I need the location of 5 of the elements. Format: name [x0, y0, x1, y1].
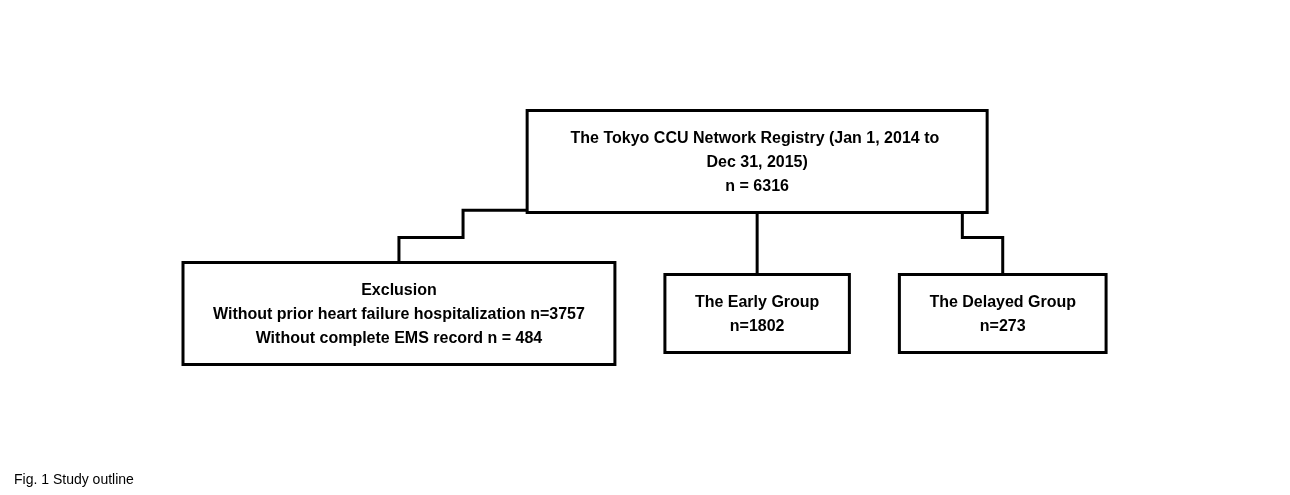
node-box: Exclusion Without prior heart failure hospitalization n=3757 Without complete EMS record n = 484: [181, 261, 617, 366]
node-box: The Tokyo CCU Network Registry (Jan 1, 2014 to Dec 31, 2015) n = 6316: [526, 109, 990, 214]
node-box: The Early Group n=1802: [663, 273, 852, 354]
node-box: The Delayed Group n=273: [898, 273, 1109, 354]
figure-caption: Fig. 1 Study outline: [13, 470, 135, 489]
